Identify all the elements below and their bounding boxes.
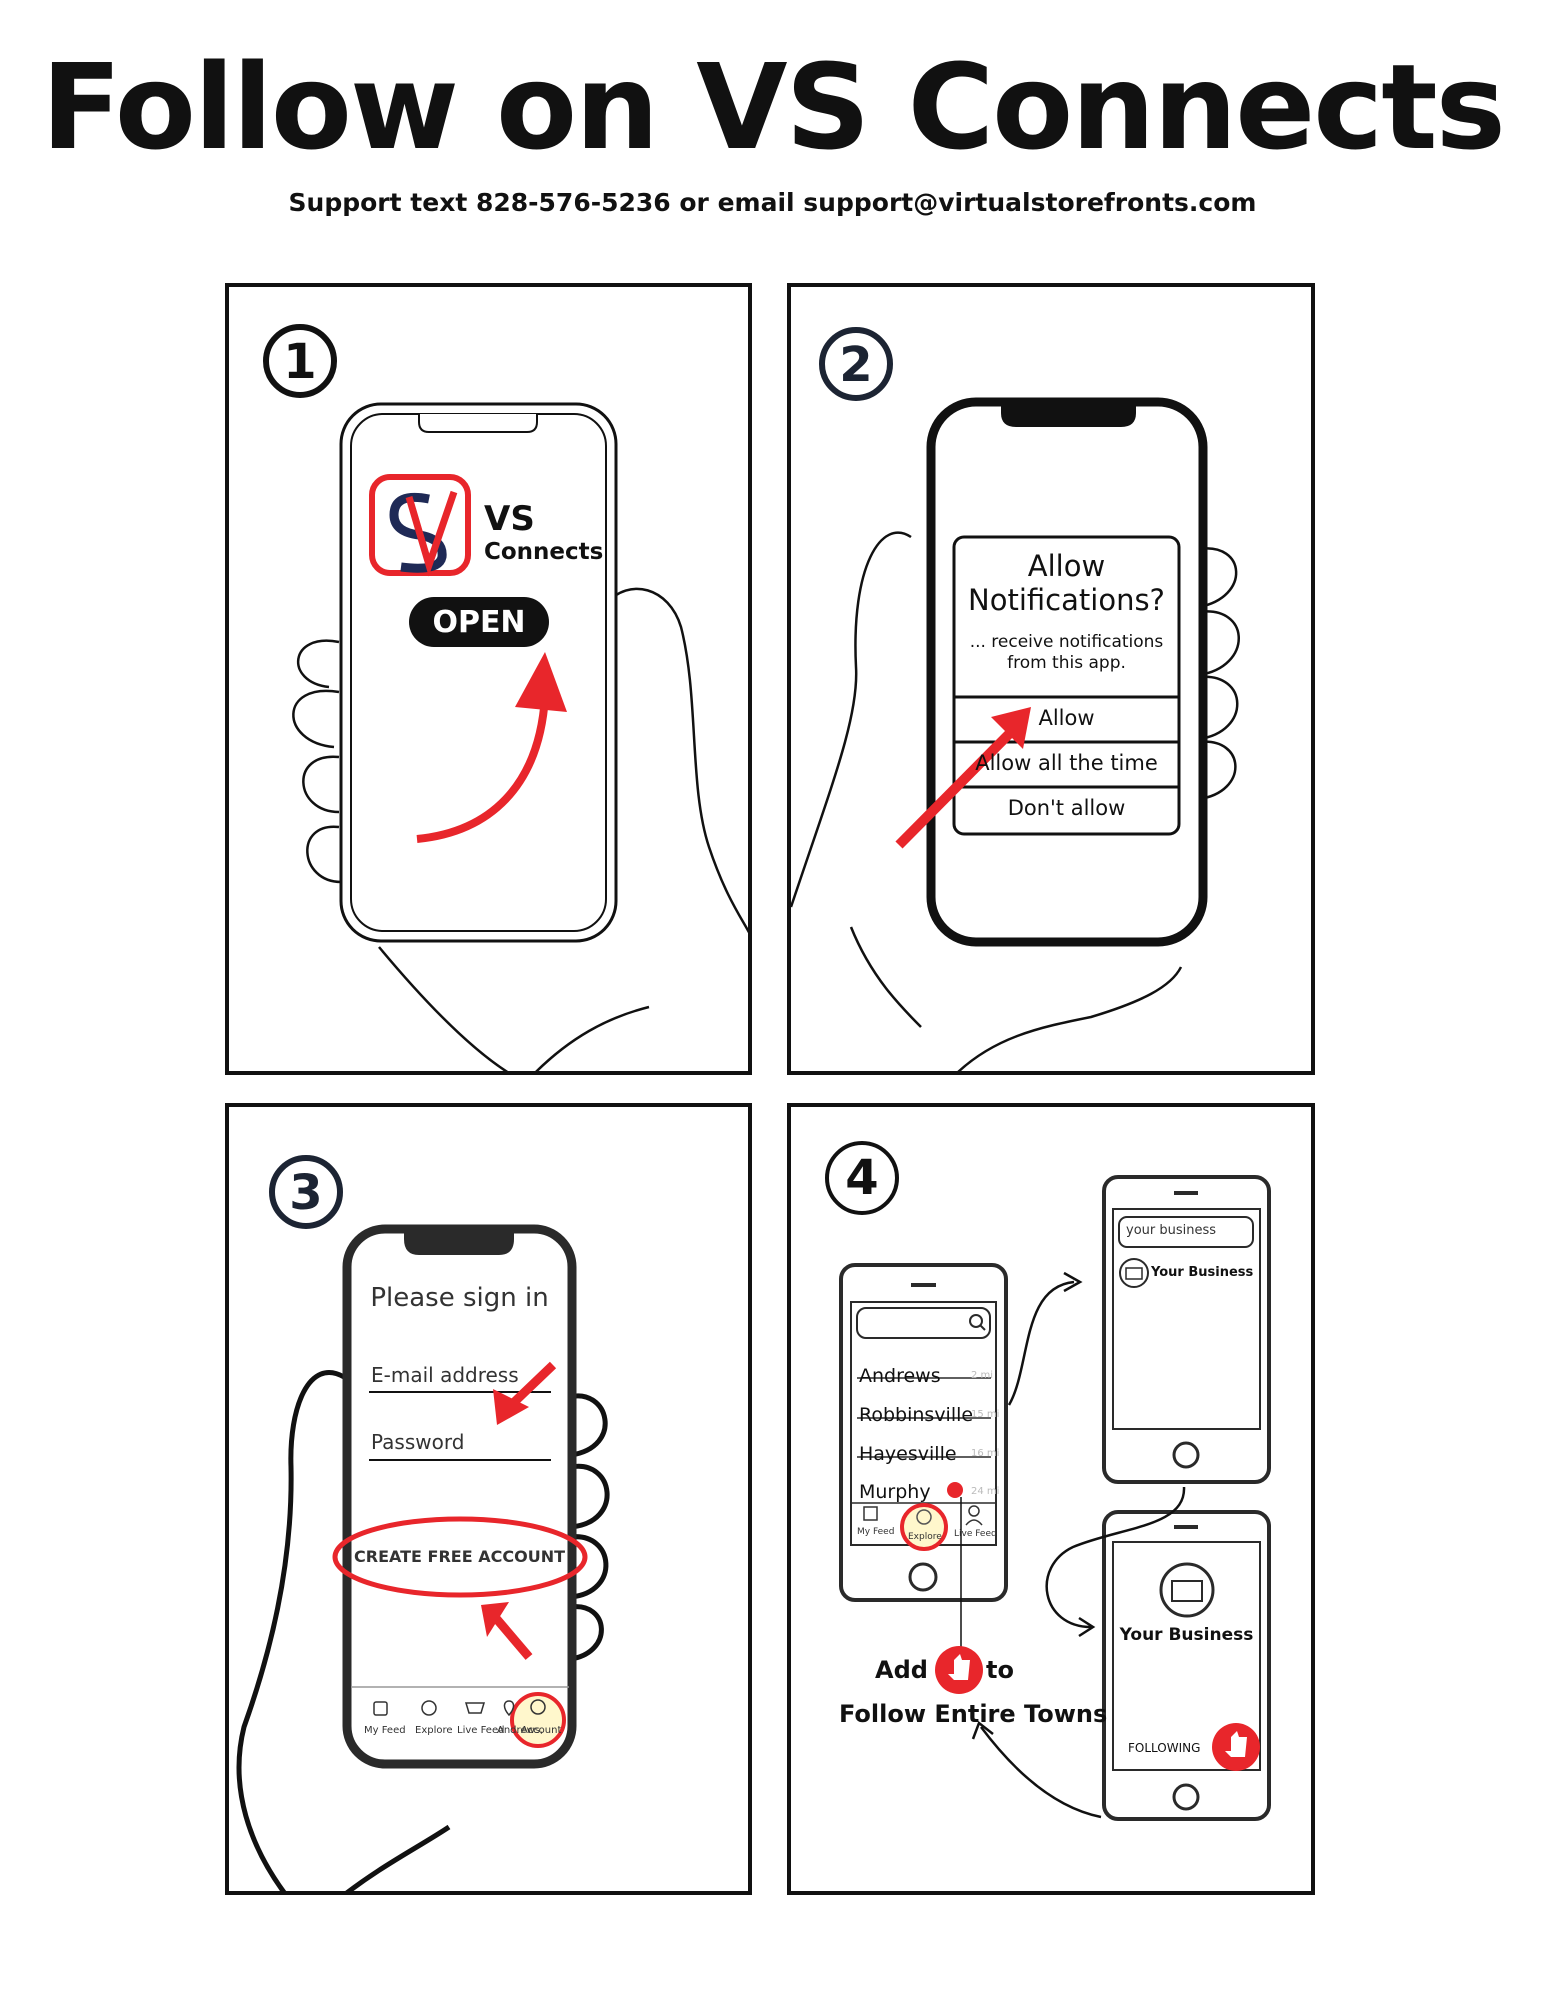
town-search-box[interactable] [856,1307,991,1339]
caption-follow-towns: Follow Entire Towns [839,1700,1108,1728]
step-number-badge: 4 [825,1141,899,1215]
phone-flow-diagram [839,1175,1271,1821]
vs-logo-icon [369,474,471,577]
business-search-value[interactable]: your business [1126,1223,1217,1238]
business-profile-name: Your Business [1119,1625,1254,1645]
town-distance: 24 mi [971,1486,1000,1497]
notification-dialog [952,535,1181,836]
app-name-line1: VS [484,499,535,539]
allow-all-the-time-button[interactable]: Allow all the time [975,751,1158,775]
following-status: FOLLOWING [1128,1741,1201,1755]
sign-in-heading: Please sign in [370,1283,549,1313]
step-number-badge: 1 [263,324,337,398]
tab-explore[interactable]: Explore [908,1532,942,1542]
dont-allow-button[interactable]: Don't allow [1007,796,1126,820]
town-distance: 2 mi [971,1370,994,1381]
tab-live-feed[interactable]: Live Feed [954,1529,997,1539]
app-name-line2: Connects [484,539,604,565]
storefront-icon [1119,1258,1149,1288]
account-tab-highlight [510,1692,566,1748]
hand-holding-phone-illustration [791,397,1240,1071]
step-number-badge: 2 [819,327,893,401]
storefront-icon [1159,1562,1215,1618]
explore-compass-icon [421,1700,437,1716]
location-pin-icon [503,1700,515,1717]
search-icon [969,1314,983,1328]
dialog-body-line1: ... receive notifications [969,632,1164,652]
town-row-robbinsville[interactable]: Robbinsville [859,1404,974,1426]
account-icon [530,1699,546,1715]
step-3-panel: 3 Please sign in E-mail address Password… [225,1103,752,1895]
open-button-label[interactable]: OPEN [432,605,526,640]
step-number-badge: 3 [269,1155,343,1229]
dialog-body-line2: from this app. [1007,653,1126,673]
my-feed-icon [373,1701,388,1716]
town-distance: 15 mi [971,1409,1000,1420]
tab-live-feed[interactable]: Live Feed [457,1725,505,1736]
tab-my-feed[interactable]: My Feed [857,1527,895,1537]
explore-compass-icon [916,1509,932,1525]
email-field[interactable]: E-mail address [371,1363,519,1387]
create-free-account-button[interactable]: CREATE FREE ACCOUNT [354,1547,565,1566]
business-result[interactable]: Your Business [1151,1265,1254,1280]
town-row-murphy[interactable]: Murphy [859,1481,931,1503]
my-feed-icon [863,1506,878,1521]
step-4-panel: 4 Andrews 2 mi Robbinsville 15 mi Hayesv… [787,1103,1315,1895]
hand-holding-phone-illustration [292,402,748,1071]
account-icon [968,1505,980,1517]
tab-explore[interactable]: Explore [415,1725,453,1736]
caption-to: to [986,1656,1014,1684]
password-field[interactable]: Password [371,1430,465,1454]
dialog-title-line1: Allow [1027,549,1106,583]
explore-tab-highlight [900,1503,948,1551]
hand-holding-phone-illustration [236,1224,610,1891]
allow-button[interactable]: Allow [1038,706,1095,730]
step-1-panel: 1 VS Connects OPEN [225,283,752,1075]
town-row-andrews[interactable]: Andrews [859,1365,941,1387]
dialog-title-line2: Notifications? [968,583,1165,617]
tab-my-feed[interactable]: My Feed [364,1725,406,1736]
page-title: Follow on VS Connects [41,38,1506,176]
business-search-input[interactable] [1118,1216,1254,1248]
create-account-highlight [332,1516,588,1598]
thumbs-up-icon [947,1482,963,1498]
live-feed-icon [464,1702,486,1714]
town-row-hayesville[interactable]: Hayesville [859,1443,957,1465]
step-2-panel: 2 Allow Notifications? ... receive notif… [787,283,1315,1075]
support-contact-text: Support text 828-576-5236 or email suppo… [288,188,1257,217]
open-button[interactable] [409,597,549,647]
tab-andrews[interactable]: Andrews, [497,1725,544,1736]
town-distance: 16 mi [971,1448,1000,1459]
tab-account[interactable]: Account [521,1725,562,1736]
caption-add: Add [875,1656,928,1684]
